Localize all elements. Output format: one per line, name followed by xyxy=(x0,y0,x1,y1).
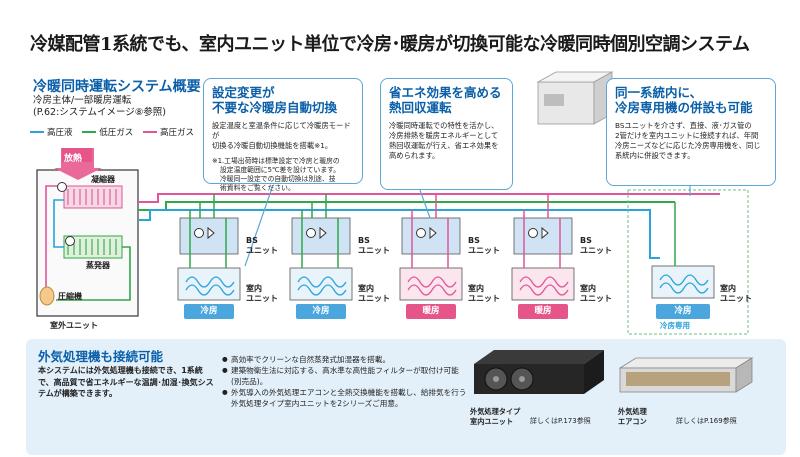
feature-bullet-1: 高効率でクリーンな自然蒸発式加湿器を搭載。 xyxy=(222,354,467,365)
pointer-heat-recovery xyxy=(419,189,431,219)
callout-auto-switch-note: ※1.工場出荷時は標準設定で冷房と暖房の 設定温度範囲に5℃差を設けています。 … xyxy=(212,157,341,192)
overview-line-2: (P.62:システムイメージ⑧参照) xyxy=(33,107,167,118)
bs-group-2 xyxy=(289,194,353,301)
overview-subtitle: 冷房主体/一部暖房運転 (P.62:システムイメージ⑧参照) xyxy=(33,95,166,119)
evaporator-label: 蒸発器 xyxy=(86,261,110,270)
product-1-ref: 詳しくはP.173参照 xyxy=(530,417,591,425)
refrigerant-diagram xyxy=(36,71,749,335)
outdoor-internal-green xyxy=(56,246,131,301)
evaporator-fins xyxy=(67,239,117,255)
indoor-unit-label-3: 室内ユニット xyxy=(468,284,500,303)
bottom-title: 外気処理機も接続可能 xyxy=(38,349,164,364)
product-2-ref: 詳しくはP.169参照 xyxy=(676,417,737,425)
bs-group-1 xyxy=(177,194,241,301)
indoor-unit-label-5: 室内ユニット xyxy=(720,284,752,303)
callout-cooling-only: 同一系統内に、 冷房専用機の併設も可能 BSユニットを介さず、直接、液･ガス管の… xyxy=(606,78,776,186)
compressor-icon xyxy=(39,286,55,306)
callout-heat-recovery-title-1: 省エネ効果を高める xyxy=(389,85,502,100)
main-pipe-pink xyxy=(138,193,720,203)
callout-auto-switch-title-2: 不要な冷暖房自動切換 xyxy=(212,100,338,115)
duct-unit-image xyxy=(536,71,614,125)
bs-group-4 xyxy=(511,194,575,301)
feature-bullet-2: 建築物衛生法に対応する、高水準な高性能フィルターが取付け可能(別売品)。 xyxy=(222,365,467,387)
outdoor-valve-2 xyxy=(65,236,75,246)
feature-bullets: 高効率でクリーンな自然蒸発式加湿器を搭載。 建築物衛生法に対応する、高水準な高性… xyxy=(222,354,467,409)
mode-badge-1: 冷房 xyxy=(184,304,234,319)
callout-heat-recovery-body: 冷暖同時運転での特性を活かし、 冷房排熱を暖房エネルギーとして 熱回収運転が行え… xyxy=(389,121,499,160)
feature-bullet-3: 外気導入の外気処理エアコンと全熱交換機能を搭載し、給排気を行う外気処理タイプ室内… xyxy=(222,387,467,409)
condenser-fins xyxy=(67,189,117,205)
indoor-unit-label-1: 室内ユニット xyxy=(246,284,278,303)
overview-title: 冷暖同時運転システム概要 xyxy=(33,79,201,95)
callout-cooling-only-title-1: 同一系統内に、 xyxy=(615,85,703,100)
bottom-body: 本システムには外気処理機も接続でき、1系統で、高品質で省エネルギーな温調･加湿･… xyxy=(38,366,214,398)
callout-cooling-only-body: BSユニットを介さず、直接、液･ガス管の 2管だけを室内ユニットに接続すれば、年… xyxy=(615,121,761,160)
product-image-2 xyxy=(618,357,754,393)
product-image-1 xyxy=(474,350,604,394)
callout-auto-switch-title-1: 設定変更が xyxy=(212,85,275,100)
product-2-caption: 外気処理 エアコン xyxy=(618,407,647,426)
mode-badge-3: 暖房 xyxy=(406,304,456,319)
callout-heat-recovery-title-2: 熱回収運転 xyxy=(389,100,452,115)
legend-high-pressure-liquid: 高圧液 xyxy=(30,126,73,138)
cooling-only-dashed-frame xyxy=(627,189,749,335)
callout-auto-switch: 設定変更が 不要な冷暖房自動切換 設定温度と室温条件に応じて冷暖房モードが 切換… xyxy=(203,78,363,192)
heat-release-label: 放熱 xyxy=(64,154,83,164)
condenser-label: 凝縮器 xyxy=(91,175,115,184)
indoor-unit-label-2: 室内ユニット xyxy=(358,284,390,303)
overview-line-1: 冷房主体/一部暖房運転 xyxy=(33,95,132,106)
legend-low-pressure-gas: 低圧ガス xyxy=(82,126,133,138)
cooling-only-badge: 冷房 xyxy=(656,304,710,319)
outdoor-internal-blue xyxy=(53,199,64,248)
page-title: 冷媒配管1系統でも、室内ユニット単位で冷房･暖房が切換可能な冷暖同時個別空調シス… xyxy=(30,34,750,55)
mode-badge-2: 冷房 xyxy=(296,304,346,319)
cooling-only-label: 冷房専用 xyxy=(660,321,690,330)
outdoor-valve-1 xyxy=(57,182,67,192)
pointer-auto-switch xyxy=(244,184,274,267)
outdoor-unit-label: 室外ユニット xyxy=(50,321,98,330)
indoor-unit-label-4: 室内ユニット xyxy=(580,284,612,303)
mode-badge-4: 暖房 xyxy=(518,304,568,319)
main-pipe-green xyxy=(138,201,675,211)
compressor-label: 圧縮機 xyxy=(58,292,82,301)
main-pipe-blue xyxy=(138,209,660,259)
callout-heat-recovery: 省エネ効果を高める 熱回収運転 冷暖同時運転での特性を活かし、 冷房排熱を暖房エ… xyxy=(380,78,513,190)
pipe-legend: 高圧液 低圧ガス 高圧ガス xyxy=(30,126,201,138)
legend-high-pressure-gas: 高圧ガス xyxy=(142,126,194,138)
bs-group-3 xyxy=(399,194,463,301)
callout-auto-switch-body: 設定温度と室温条件に応じて冷暖房モードが 切換る冷暖自動切換機能を搭載※1。 xyxy=(212,121,351,150)
callout-cooling-only-title-2: 冷房専用機の併設も可能 xyxy=(615,100,753,115)
product-1-caption: 外気処理タイプ 室内ユニット xyxy=(470,407,521,426)
heat-release-badge xyxy=(62,148,92,162)
condenser-coil xyxy=(63,185,123,209)
